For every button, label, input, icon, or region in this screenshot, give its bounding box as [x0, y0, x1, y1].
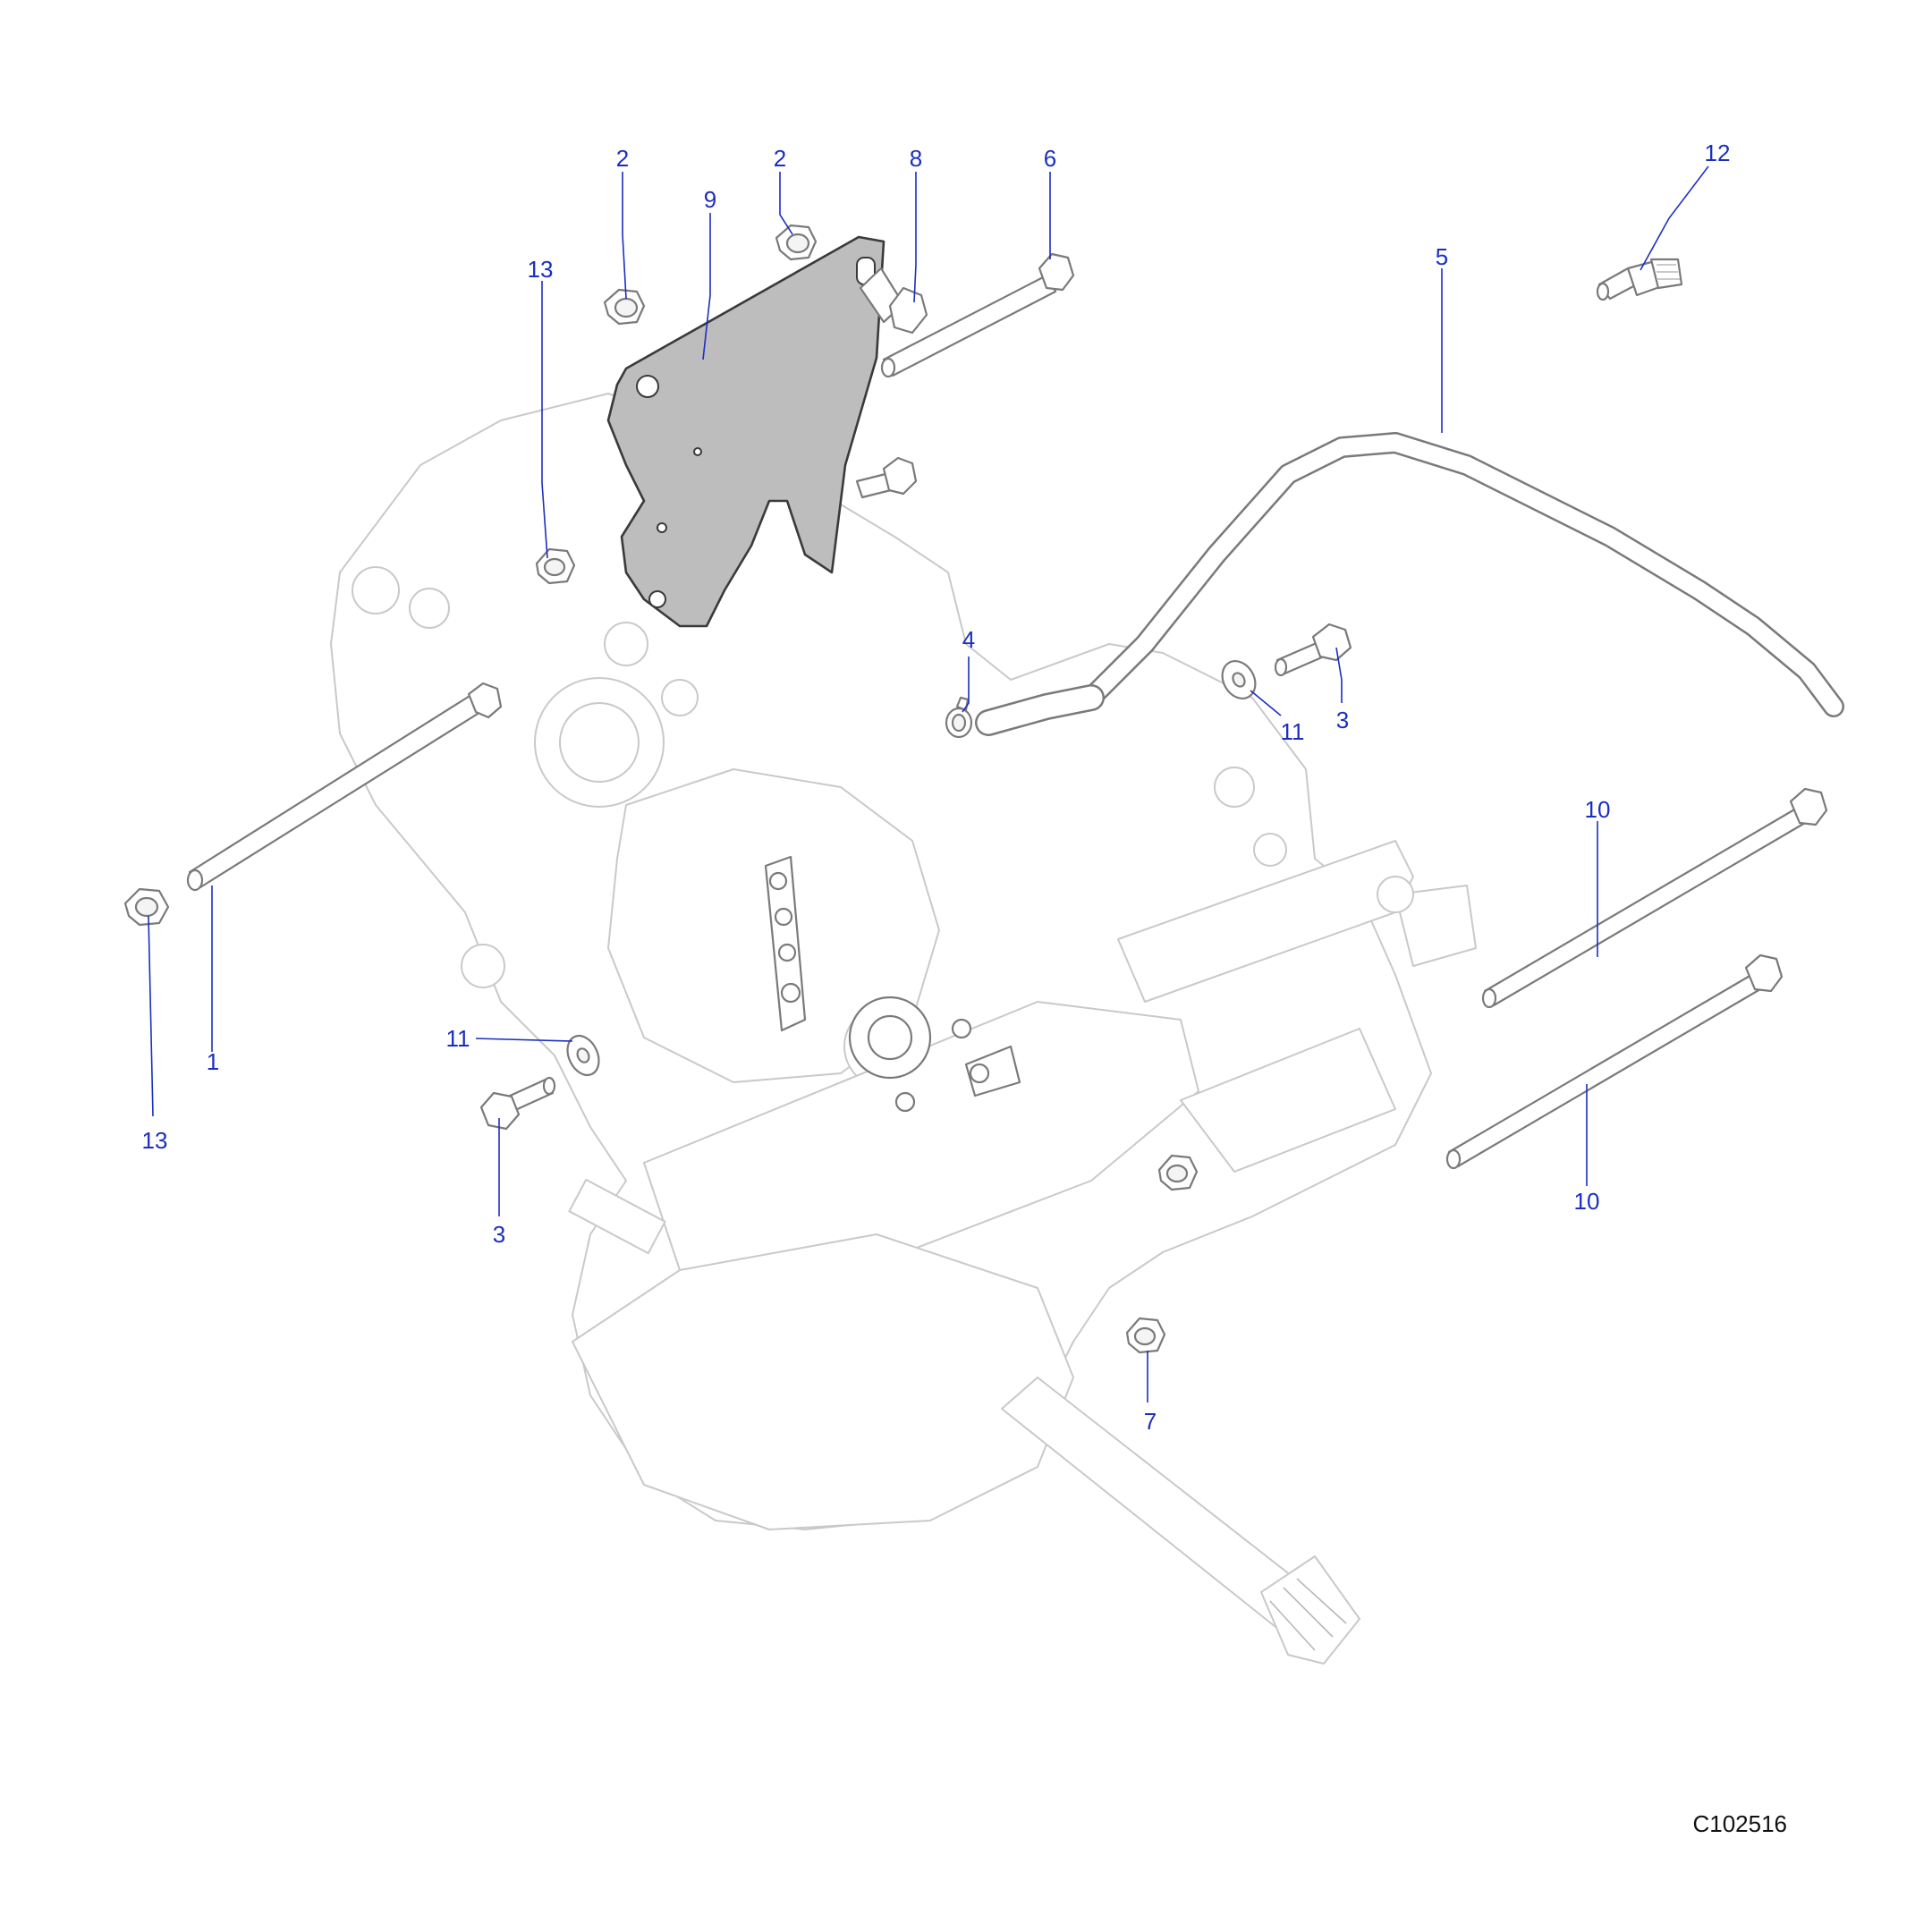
- callout-7: 7: [1144, 1408, 1157, 1435]
- callout-6: 6: [1044, 145, 1056, 172]
- bolt-6: [880, 252, 1075, 378]
- bolt-3b: [479, 1076, 556, 1131]
- washer-11b: [566, 1034, 600, 1077]
- bolt-10b: [1445, 953, 1784, 1170]
- nut-housing: [1157, 1154, 1199, 1191]
- drawing-number: C102516: [1692, 1810, 1787, 1837]
- nut-13a: [535, 547, 576, 585]
- washer-11a: [1221, 660, 1257, 699]
- elbow-fitting-12: [1596, 258, 1683, 301]
- callout-10a: 10: [1585, 796, 1611, 823]
- callout-13b: 13: [142, 1127, 168, 1154]
- breather-tube: [975, 432, 1844, 736]
- callout-12: 12: [1705, 140, 1731, 166]
- callout-4: 4: [962, 626, 975, 653]
- bolt-bracket-side: [855, 456, 918, 499]
- hose-clamp-4: [945, 696, 973, 739]
- callout-11b: 11: [446, 1025, 470, 1052]
- callout-10b: 10: [1574, 1188, 1600, 1215]
- stud-1: [186, 682, 503, 892]
- callout-2a: 2: [616, 145, 629, 172]
- bolt-8: [859, 267, 928, 335]
- callout-3a: 3: [1336, 707, 1349, 733]
- bolt-10a: [1481, 787, 1828, 1009]
- callout-11a: 11: [1281, 718, 1305, 745]
- callout-9: 9: [704, 186, 716, 213]
- callout-3b: 3: [493, 1221, 505, 1248]
- callout-2b: 2: [774, 145, 786, 172]
- shift-linkage: [764, 855, 1021, 1113]
- nut-13b: [123, 887, 170, 927]
- callout-13a: 13: [528, 256, 554, 283]
- bolt-3a: [1274, 623, 1352, 677]
- nut-2b: [775, 224, 818, 261]
- callout-1: 1: [207, 1048, 219, 1075]
- leader-lines: [148, 165, 1709, 1402]
- callout-8: 8: [910, 145, 922, 172]
- callout-labels: 2 2 8 6 12 9 5 13 4 11 3 10 1 11 13 3 10…: [142, 140, 1731, 1435]
- callout-5: 5: [1436, 243, 1448, 270]
- nut-7: [1125, 1317, 1166, 1354]
- nut-2a: [603, 288, 646, 326]
